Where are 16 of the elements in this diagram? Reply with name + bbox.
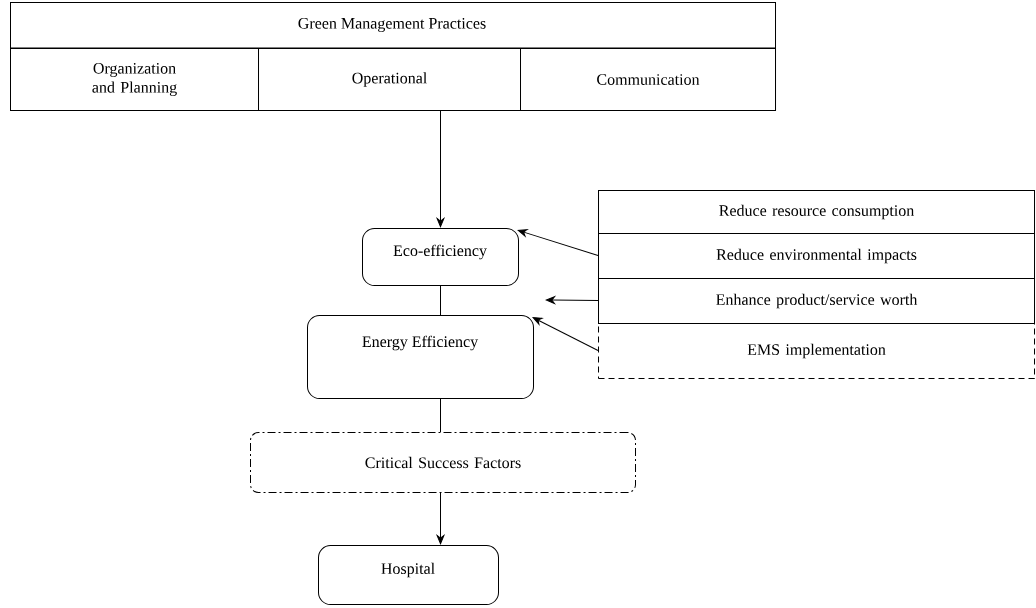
arrow (436, 110, 445, 228)
arrow (545, 296, 599, 304)
table-cell: Organization and Planning (10, 48, 259, 111)
table-cell: Operational (258, 48, 521, 111)
arrow (436, 492, 445, 545)
arrow (517, 229, 599, 256)
process-box: Eco-efficiency (362, 228, 519, 286)
table-cell: Communication (520, 48, 776, 111)
process-box: Energy Efficiency (307, 315, 534, 399)
list-row: Enhance product/service worth (598, 278, 1035, 324)
list-row: EMS implementation (598, 323, 1035, 379)
process-box: Hospital (318, 545, 499, 605)
list-row: Reduce environmental impacts (598, 233, 1035, 279)
factor-box: Critical Success Factors (250, 432, 636, 493)
arrow (532, 317, 599, 351)
list-row: Reduce resource consumption (598, 190, 1035, 234)
